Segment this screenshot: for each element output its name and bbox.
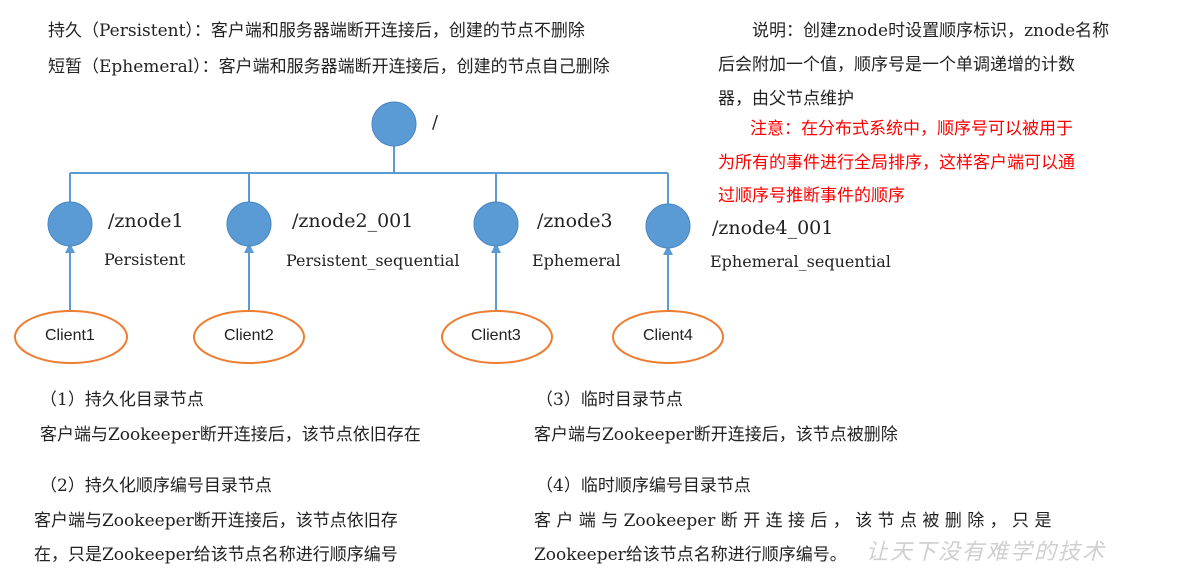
client1-ellipse <box>14 310 128 364</box>
explanation-line-2: 后会附加一个值，顺序号是一个单调递增的计数 <box>718 55 1075 75</box>
root-node <box>371 101 417 147</box>
desc1-title: （1）持久化目录节点 <box>40 390 204 410</box>
root-label: / <box>432 112 439 133</box>
watermark: 让天下没有难学的技术 <box>866 540 1107 565</box>
explanation-line-1: 说明：创建znode时设置顺序标识，znode名称 <box>752 21 1110 41</box>
znode4-node <box>645 203 691 249</box>
znode2-type: Persistent_sequential <box>286 251 460 270</box>
desc2-line1: 客户端与Zookeeper断开连接后，该节点依旧存 <box>34 511 398 531</box>
client2-ellipse <box>193 310 305 364</box>
desc4-line1: 客 户 端 与 Zookeeper 断 开 连 接 后 ， 该 节 点 被 删 … <box>534 511 1052 531</box>
explanation-line-3: 器，由父节点维护 <box>718 89 854 109</box>
znode1-path: /znode1 <box>108 210 184 232</box>
znode2-path: /znode2_001 <box>292 210 414 232</box>
znode3-node <box>473 201 519 247</box>
znode1-type: Persistent <box>104 250 186 269</box>
desc1-line1: 客户端与Zookeeper断开连接后，该节点依旧存在 <box>40 425 421 445</box>
notice-line-2: 为所有的事件进行全局排序，这样客户端可以通 <box>718 153 1075 173</box>
znode3-type: Ephemeral <box>532 251 621 270</box>
znode1-node <box>47 201 93 247</box>
desc3-title: （3）临时目录节点 <box>536 390 683 410</box>
persistent-note: 持久（Persistent）：客户端和服务器端断开连接后，创建的节点不删除 <box>48 21 585 41</box>
desc3-line1: 客户端与Zookeeper断开连接后，该节点被删除 <box>534 425 898 445</box>
desc2-line2: 在，只是Zookeeper给该节点名称进行顺序编号 <box>34 545 398 565</box>
znode3-path: /znode3 <box>537 210 613 232</box>
client3-ellipse <box>441 310 553 364</box>
client3-label: Client3 <box>471 327 521 344</box>
znode4-path: /znode4_001 <box>712 217 834 239</box>
znode2-node <box>226 201 272 247</box>
notice-line-1: 注意：在分布式系统中，顺序号可以被用于 <box>750 119 1073 139</box>
client2-label: Client2 <box>224 327 274 344</box>
desc4-title: （4）临时顺序编号目录节点 <box>536 476 751 496</box>
desc2-title: （2）持久化顺序编号目录节点 <box>40 476 272 496</box>
desc4-line2: Zookeeper给该节点名称进行顺序编号。 <box>534 545 847 565</box>
client1-label: Client1 <box>45 327 95 344</box>
client4-ellipse <box>612 310 724 364</box>
client4-label: Client4 <box>643 327 693 344</box>
znode4-type: Ephemeral_sequential <box>710 252 891 271</box>
ephemeral-note: 短暂（Ephemeral）：客户端和服务器端断开连接后，创建的节点自己删除 <box>48 57 610 77</box>
notice-line-3: 过顺序号推断事件的顺序 <box>718 186 905 206</box>
